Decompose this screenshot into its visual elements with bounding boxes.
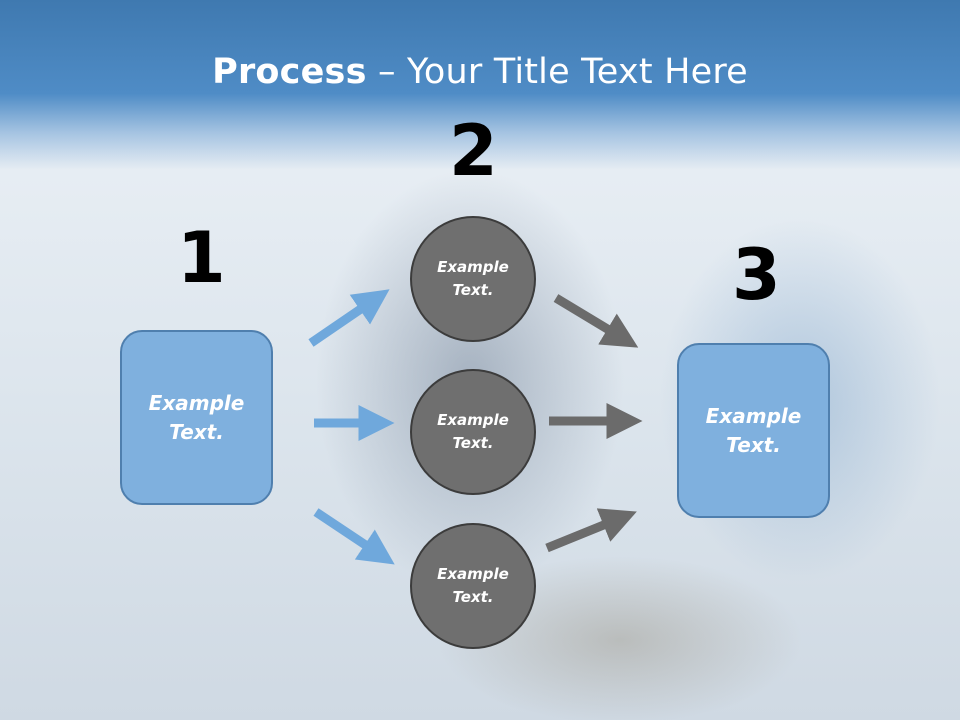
slide-title-bold: Process [212,52,367,92]
top-circle-label: Example Text. [437,258,509,299]
right-process-box[interactable]: Example Text. [677,343,830,518]
right-box-label: Example Text. [705,403,802,457]
middle-process-circle[interactable]: Example Text. [410,369,536,495]
slide-title-rest: – Your Title Text Here [366,52,748,92]
middle-circle-label: Example Text. [437,411,509,452]
step-number-2: 2 [449,110,498,192]
arrow-gray-down [553,294,639,348]
arrow-gray-up [545,508,637,553]
slide-title: Process – Your Title Text Here [0,52,960,92]
left-process-box[interactable]: Example Text. [120,330,273,505]
bottom-circle-label: Example Text. [437,565,509,606]
bottom-process-circle[interactable]: Example Text. [410,523,536,649]
arrow-blue-up [308,289,390,347]
step-number-1: 1 [177,217,226,299]
step-number-3: 3 [732,234,781,316]
arrow-blue-down [313,508,395,565]
top-process-circle[interactable]: Example Text. [410,216,536,342]
left-box-label: Example Text. [148,390,245,444]
header-band [0,0,960,170]
